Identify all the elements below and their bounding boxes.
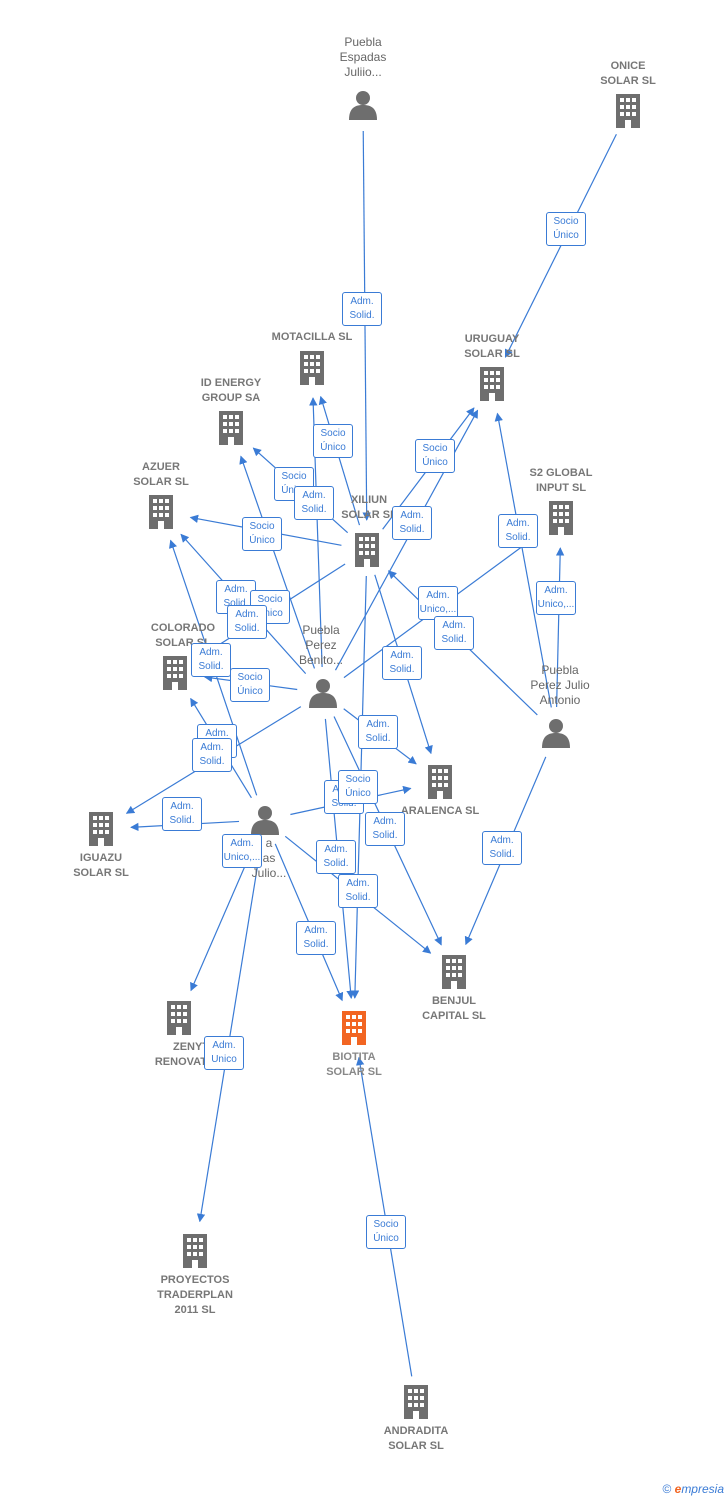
edge-label-andradita-to-biotita[interactable]: Socio Único: [366, 1215, 406, 1249]
puebla-benito-person-icon[interactable]: [309, 679, 337, 708]
edge-label-puebla_julio_antonio-to-benjul[interactable]: Adm. Solid.: [338, 874, 378, 908]
edge-label-puebla_benito-to-uruguay[interactable]: Adm. Solid.: [392, 506, 432, 540]
edge-label-xiliun-to-biotita[interactable]: Socio Único: [338, 770, 378, 804]
edge-label-puebla_julio-to-biotita[interactable]: Adm. Solid.: [316, 840, 356, 874]
edge-label-puebla_julio-to-colorado[interactable]: Adm. Solid.: [191, 643, 231, 677]
edge-label-puebla_julio-to-zenyt[interactable]: Adm. Unico,...: [222, 834, 262, 868]
benjul-building-icon[interactable]: [442, 955, 466, 989]
node-label-puebla-espadas[interactable]: Puebla Espadas Juliio...: [339, 35, 387, 79]
edge-label-puebla_benito-to-s2global[interactable]: Adm. Unico,...: [418, 586, 458, 620]
aralenca-building-icon[interactable]: [428, 765, 452, 799]
edge-puebla_benito-to-id_energy: [239, 455, 316, 669]
empresia-logo-initial: e: [674, 1482, 682, 1496]
edge-label-puebla_benito-to-biotita[interactable]: Adm. Solid.: [296, 921, 336, 955]
azuer-building-icon[interactable]: [149, 495, 173, 529]
node-label-proyectos[interactable]: PROYECTOS TRADERPLAN 2011 SL: [157, 1274, 233, 1316]
edge-label-puebla_julio-to-azuer[interactable]: Adm. Solid.: [358, 715, 398, 749]
node-label-motacilla[interactable]: MOTACILLA SL: [271, 331, 353, 343]
edge-puebla_julio_antonio-to-uruguay: [494, 412, 552, 708]
edge-label-puebla_benito-to-motacilla[interactable]: Adm. Solid.: [294, 486, 334, 520]
puebla-julio-antonio-person-icon[interactable]: [542, 719, 570, 748]
edge-label-puebla_julio_antonio-to-xiliun[interactable]: Adm. Solid.: [434, 616, 474, 650]
node-label-id-energy[interactable]: ID ENERGY GROUP SA: [200, 377, 262, 404]
edge-label-puebla_julio-to-benjul[interactable]: Adm. Solid.: [482, 831, 522, 865]
edge-label-xiliun-to-uruguay[interactable]: Socio Único: [415, 439, 455, 473]
edge-label-puebla_julio_antonio-to-s2global[interactable]: Adm. Unico,...: [536, 581, 576, 615]
edge-label-xiliun-to-aralenca[interactable]: Socio Único: [230, 668, 270, 702]
proyectos-building-icon[interactable]: [183, 1234, 207, 1268]
zenyt-building-icon[interactable]: [167, 1001, 191, 1035]
edge-label-puebla_julio-to-iguazu[interactable]: Adm. Solid.: [192, 738, 232, 772]
uruguay-building-icon[interactable]: [480, 367, 504, 401]
id-energy-building-icon[interactable]: [219, 411, 243, 445]
puebla-espadas-person-icon[interactable]: [349, 91, 377, 120]
edge-label-xiliun-to-motacilla[interactable]: Socio Único: [313, 424, 353, 458]
empresia-logo-text: mpresia: [681, 1482, 724, 1496]
s2global-building-icon[interactable]: [549, 501, 573, 535]
biotita-building-icon[interactable]: [342, 1011, 366, 1045]
edge-label-puebla_julio_antonio-to-uruguay[interactable]: Adm. Solid.: [498, 514, 538, 548]
edge-label-puebla_espadas-to-xiliun[interactable]: Adm. Solid.: [342, 292, 382, 326]
xiliun-building-icon[interactable]: [355, 533, 379, 567]
node-label-benjul[interactable]: BENJUL CAPITAL SL: [422, 995, 486, 1022]
edge-label-onice-to-uruguay[interactable]: Socio Único: [546, 212, 586, 246]
node-label-s2global[interactable]: S2 GLOBAL INPUT SL: [529, 467, 593, 494]
node-label-biotita[interactable]: BIOTITA SOLAR SL: [326, 1051, 382, 1078]
node-label-uruguay[interactable]: URUGUAY SOLAR SL: [464, 333, 520, 360]
andradita-building-icon[interactable]: [404, 1385, 428, 1419]
motacilla-building-icon[interactable]: [300, 351, 324, 385]
node-label-aralenca[interactable]: ARALENCA SL: [400, 805, 480, 817]
edge-label-xiliun-to-azuer[interactable]: Socio Único: [242, 517, 282, 551]
node-label-puebla-benito[interactable]: Puebla Perez Benito...: [298, 623, 344, 667]
node-label-onice[interactable]: ONICE SOLAR SL: [600, 60, 656, 87]
node-label-puebla-julio-antonio[interactable]: Puebla Perez Julio Antonio: [530, 663, 590, 707]
edge-label-puebla_benito-to-colorado[interactable]: Adm. Solid.: [382, 646, 422, 680]
colorado-building-icon[interactable]: [163, 656, 187, 690]
edge-puebla_julio-to-proyectos: [196, 845, 262, 1223]
iguazu-building-icon[interactable]: [89, 812, 113, 846]
node-label-puebla-julio[interactable]: a as Julio...: [251, 836, 287, 880]
empresia-footer[interactable]: © empresia: [662, 1482, 724, 1496]
edge-puebla_julio_antonio-to-s2global: [555, 547, 565, 708]
node-label-andradita[interactable]: ANDRADITA SOLAR SL: [383, 1425, 449, 1452]
node-label-azuer[interactable]: AZUER SOLAR SL: [133, 461, 189, 488]
copyright-symbol: ©: [662, 1482, 672, 1496]
edge-xiliun-to-motacilla: [318, 395, 361, 526]
edge-label-puebla_benito-to-iguazu[interactable]: Adm. Solid.: [162, 797, 202, 831]
edge-label-puebla_julio-to-proyectos[interactable]: Adm. Unico: [204, 1036, 244, 1070]
edge-label-puebla_benito-to-benjul[interactable]: Adm. Solid.: [365, 812, 405, 846]
node-label-iguazu[interactable]: IGUAZU SOLAR SL: [73, 852, 129, 879]
onice-building-icon[interactable]: [616, 94, 640, 128]
edge-puebla_julio-to-zenyt: [190, 843, 256, 992]
puebla-julio-person-icon[interactable]: [251, 806, 279, 835]
edge-label-puebla_benito-to-azuer[interactable]: Adm. Solid.: [227, 605, 267, 639]
